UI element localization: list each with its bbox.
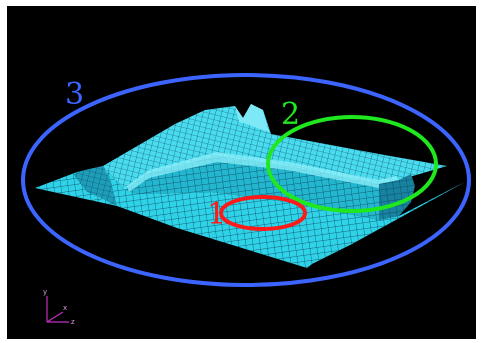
axis-x-label: x	[63, 304, 67, 312]
region-label-2: 2	[281, 97, 300, 132]
mesh-rear-ridge	[235, 104, 269, 132]
mesh-wall-fillet	[127, 152, 399, 192]
region-label-3: 3	[65, 77, 84, 112]
axis-z-label: z	[71, 318, 75, 326]
viewer-canvas[interactable]: 1 2 3 y x z	[7, 6, 476, 339]
axis-y-label: y	[43, 288, 47, 296]
region-1-outline	[219, 195, 307, 231]
stamped-part-mesh	[35, 104, 465, 268]
region-label-1: 1	[207, 197, 226, 232]
region-2-outline	[266, 115, 438, 213]
axis-x-line	[46, 311, 64, 323]
mesh-scene: 1 2 3 y x z	[21, 73, 471, 326]
axis-triad: y x z	[43, 288, 75, 326]
region-3-outline	[21, 73, 471, 287]
